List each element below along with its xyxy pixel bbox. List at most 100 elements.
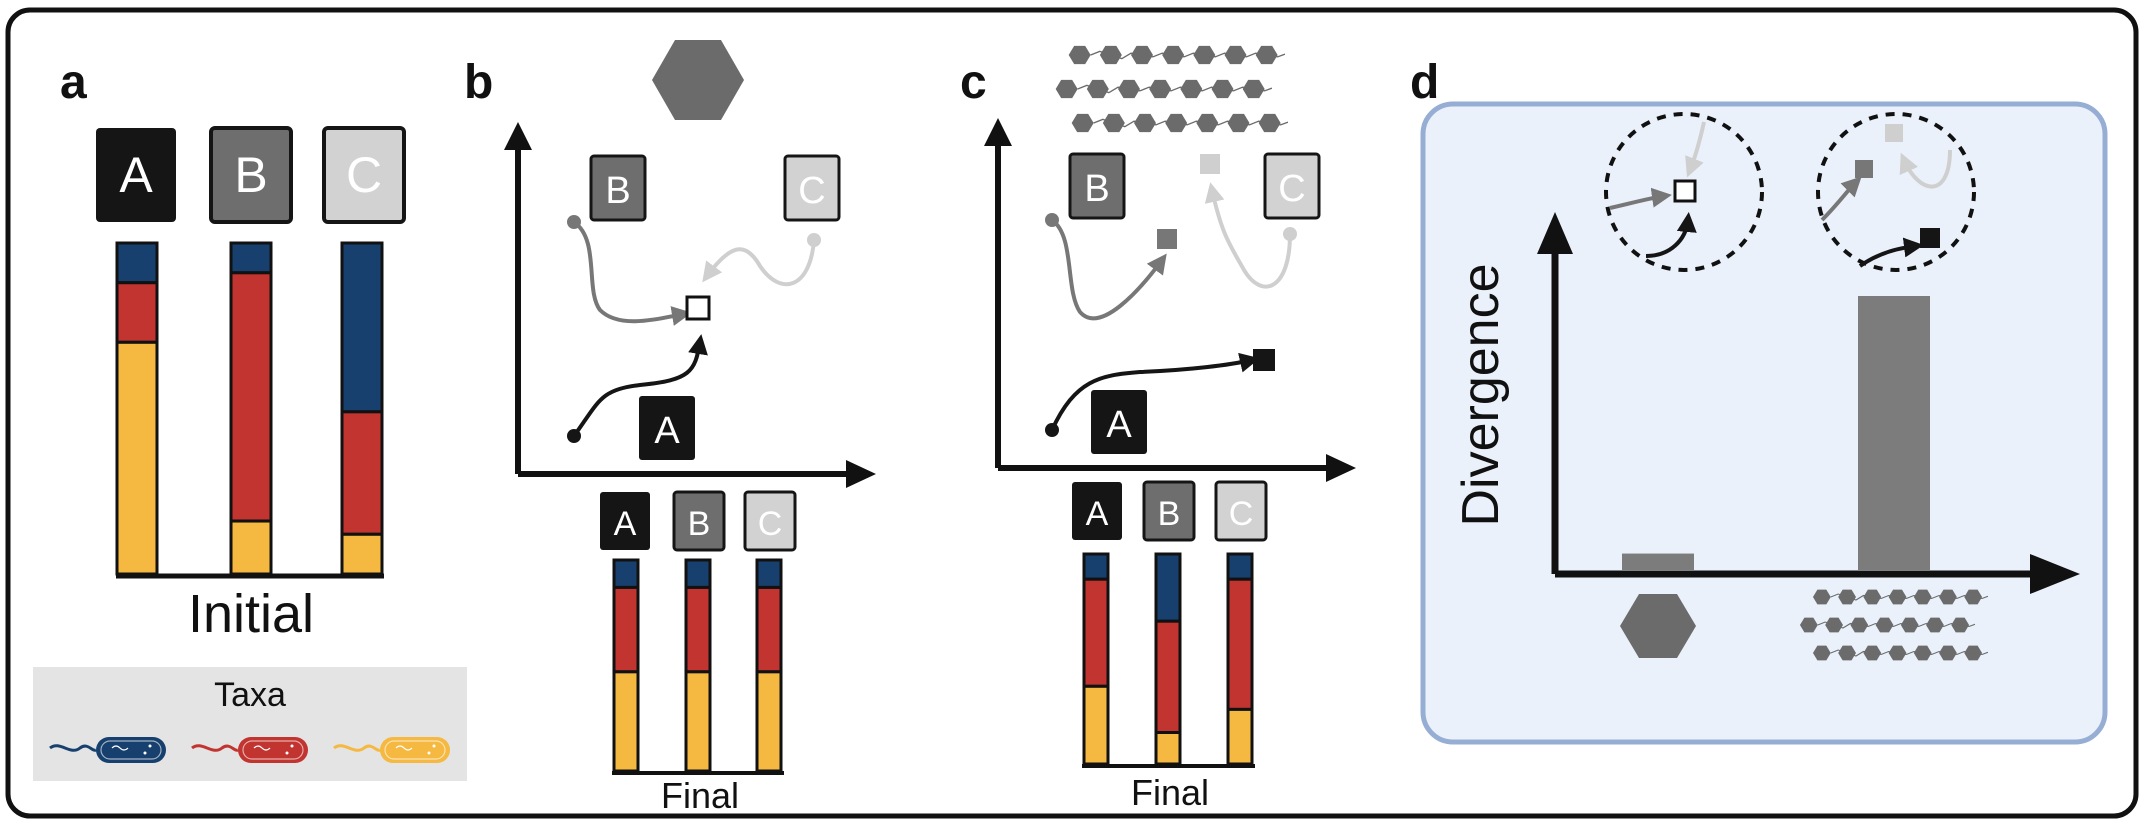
bar-segment-a-blue (115, 241, 159, 285)
panel-b-trajectory-label-b: B (605, 170, 630, 212)
panel-b-badge-a: A (600, 492, 650, 550)
panel-d-axes (1537, 212, 2080, 594)
bar-segment-a-orange (115, 340, 159, 576)
panel-b-trajectory-a (567, 334, 708, 443)
panel-a-community-a-badge: A (96, 128, 176, 222)
bar-segment-c-red (1226, 577, 1254, 711)
panel-d-inset-divergent (1816, 112, 1976, 272)
panel-c-stacked-bars (1082, 552, 1254, 766)
bar-segment-a-red (115, 281, 159, 344)
panel-a-stacked-bars (115, 241, 384, 576)
bar-segment-b-red (684, 585, 712, 674)
bar-segment-c-red (755, 585, 783, 674)
panel-b-stacked-bars (612, 558, 783, 773)
bar-segment-b-orange (684, 670, 712, 773)
panel-d-letter: d (1410, 56, 1439, 109)
panel-b-badge-c-label: C (758, 505, 783, 543)
bar-segment-b-red (1154, 619, 1182, 735)
panel-d-divergence-bars (1622, 296, 1930, 570)
panel-d-box (1420, 101, 2108, 745)
panel-c-badge-c: C (1214, 480, 1268, 542)
panel-d-inset-convergent (1604, 112, 1764, 272)
bar-segment-a-red (612, 585, 640, 674)
panel-c-badge-a: A (1072, 482, 1122, 540)
panel-c-letter: c (960, 56, 987, 109)
taxa-legend-title: Taxa (214, 676, 286, 714)
divergence-bar-complex (1858, 296, 1930, 570)
panel-c: c B (960, 45, 1356, 813)
divergence-bar-simple (1622, 553, 1694, 570)
panel-a-caption: Initial (188, 584, 314, 644)
panel-d-ylabel: Divergence (1452, 263, 1510, 526)
panel-c-community-b-marker: B (1068, 152, 1126, 220)
panel-c-community-c-marker: C (1263, 152, 1321, 220)
panel-c-trajectory-b (1045, 213, 1177, 321)
panel-c-badge-c-label: C (1229, 495, 1254, 533)
bar-segment-c-orange (340, 532, 384, 576)
panel-c-caption: Final (1131, 772, 1209, 813)
panel-b-letter: b (464, 56, 493, 109)
panel-b-trajectory-c (702, 233, 821, 287)
bar-segment-b-red (229, 271, 273, 523)
simple-resource-hexagon-icon (652, 40, 744, 120)
panel-b-trajectory-label-a: A (654, 410, 680, 452)
bar-segment-b-orange (1154, 731, 1182, 766)
bar-segment-a-red (1082, 577, 1110, 688)
bar-segment-a-orange (612, 670, 640, 773)
panel-c-trajectory-c (1200, 154, 1297, 289)
panel-b-caption: Final (661, 775, 739, 816)
panel-a: a A B C Initial Taxa (33, 56, 467, 781)
bar-segment-c-blue (755, 558, 783, 589)
panel-c-badge-b-label: B (1158, 495, 1181, 533)
bar-segment-b-orange (229, 519, 273, 576)
bar-segment-a-orange (1082, 684, 1110, 766)
panel-c-endpoint-b (1157, 229, 1177, 249)
panel-c-trajectory-a (1045, 349, 1275, 437)
panel-b-badge-c: C (743, 490, 797, 552)
panel-b-community-c-marker: C (783, 154, 841, 222)
panel-d: d Divergence (1410, 56, 2108, 745)
panel-c-endpoint-a (1253, 349, 1275, 371)
panel-c-badge-b: B (1142, 480, 1196, 542)
panel-a-label-a: A (119, 147, 153, 203)
bacterium-orange-icon (333, 737, 450, 763)
panel-b-badge-a-label: A (614, 505, 637, 543)
panel-b-badge-b-label: B (688, 505, 711, 543)
bar-segment-c-blue (340, 241, 384, 414)
bar-segment-b-blue (229, 241, 273, 275)
bar-segment-c-orange (755, 670, 783, 773)
panel-b-badge-b: B (672, 490, 726, 552)
panel-d-simple-resource-hexagon-icon (1620, 594, 1696, 658)
bacterium-blue-icon (49, 737, 166, 763)
panel-b-axes (504, 122, 876, 488)
panel-c-community-a-marker: A (1091, 390, 1147, 454)
panel-c-trajectory-label-a: A (1106, 404, 1132, 446)
bar-segment-a-blue (1082, 552, 1110, 581)
bar-segment-c-orange (1226, 707, 1254, 766)
panel-a-community-b-badge: B (209, 126, 293, 224)
panel-b-community-b-marker: B (589, 154, 647, 222)
panel-b-trajectory-b (567, 215, 692, 326)
panel-c-trajectory-label-b: B (1084, 168, 1109, 210)
panel-c-axes (984, 118, 1356, 482)
bar-segment-b-blue (1154, 552, 1182, 623)
bar-segment-a-blue (612, 558, 640, 589)
panel-a-label-c: C (346, 147, 382, 203)
bacterium-red-icon (191, 737, 308, 763)
panel-b: b B C (464, 40, 876, 816)
panel-a-letter: a (60, 56, 87, 109)
panel-a-label-b: B (234, 147, 267, 203)
bar-segment-c-red (340, 410, 384, 536)
taxa-legend: Taxa (33, 667, 467, 781)
panel-b-community-a-marker: A (639, 396, 695, 460)
panel-b-trajectory-label-c: C (798, 170, 825, 212)
panel-c-badge-a-label: A (1086, 495, 1109, 533)
bar-segment-b-blue (684, 558, 712, 589)
panel-c-endpoint-c (1200, 154, 1220, 174)
bar-segment-c-blue (1226, 552, 1254, 581)
panel-b-convergence-target-icon (685, 295, 711, 321)
panel-c-trajectory-label-c: C (1278, 168, 1305, 210)
panel-a-community-c-badge: C (322, 126, 406, 224)
